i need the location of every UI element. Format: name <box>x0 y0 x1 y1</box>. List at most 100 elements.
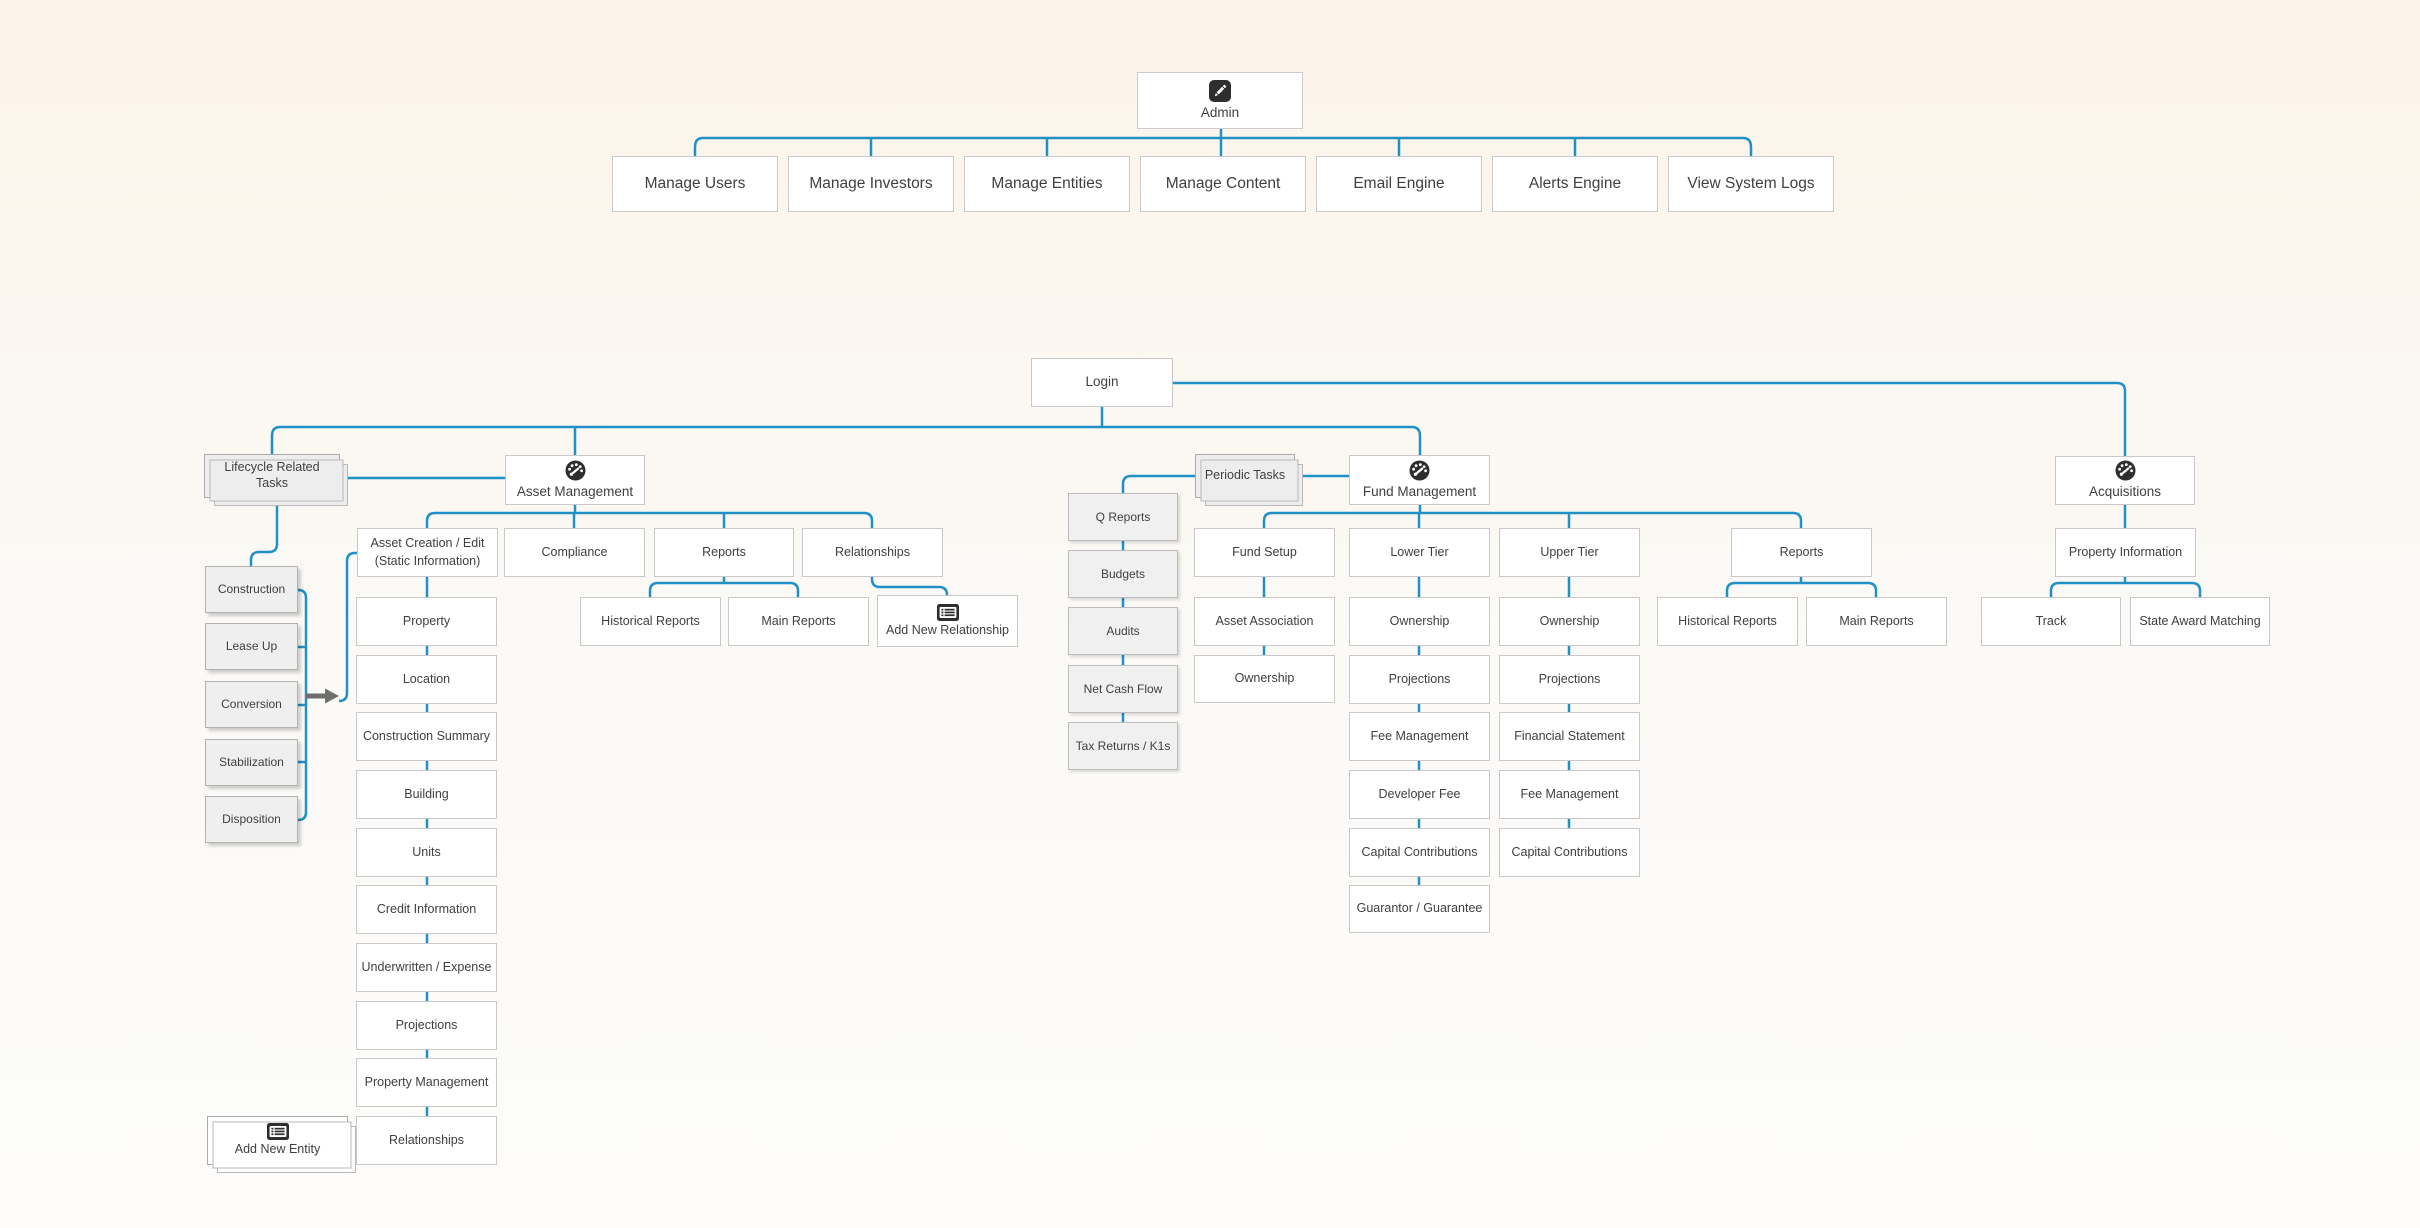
node-upper-tier[interactable]: Upper Tier <box>1499 528 1640 577</box>
node-periodic[interactable]: Periodic Tasks <box>1195 454 1295 498</box>
node-ut-financial[interactable]: Financial Statement <box>1499 712 1640 761</box>
node-add-entity[interactable]: Add New Entity <box>207 1116 348 1165</box>
node-relationships-prop[interactable]: Relationships <box>356 1116 497 1165</box>
node-property-info[interactable]: Property Information <box>2055 528 2196 577</box>
node-lt-developer[interactable]: Developer Fee <box>1349 770 1490 819</box>
node-label: Manage Investors <box>809 175 933 193</box>
node-budgets[interactable]: Budgets <box>1068 550 1178 598</box>
node-units[interactable]: Units <box>356 828 497 877</box>
node-credit-info[interactable]: Credit Information <box>356 885 497 934</box>
fund-reports-children <box>1725 577 1878 597</box>
node-label: Periodic Tasks <box>1204 468 1286 483</box>
node-manage-users[interactable]: Manage Users <box>612 156 778 212</box>
node-asset-creation[interactable]: Asset Creation / Edit(Static Information… <box>357 528 498 577</box>
node-email-engine[interactable]: Email Engine <box>1316 156 1482 212</box>
node-manage-content[interactable]: Manage Content <box>1140 156 1306 212</box>
node-label: Tax Returns / K1s <box>1075 738 1171 753</box>
node-manage-investors[interactable]: Manage Investors <box>788 156 954 212</box>
node-label: Q Reports <box>1095 509 1151 524</box>
node-lt-guarantor[interactable]: Guarantor / Guarantee <box>1349 885 1490 933</box>
node-label: Main Reports <box>1839 613 1914 628</box>
node-ut-fee[interactable]: Fee Management <box>1499 770 1640 819</box>
node-label: Relationships <box>388 1132 465 1147</box>
node-label: Asset Management <box>516 483 634 499</box>
node-label: Net Cash Flow <box>1083 681 1163 696</box>
node-underwritten[interactable]: Underwritten / Expense <box>356 943 497 992</box>
node-label: Ownership <box>1389 613 1450 628</box>
propertyinfo-children <box>2049 577 2202 597</box>
node-sublabel: (Static Information) <box>374 553 481 568</box>
node-label: Property Management <box>364 1074 489 1089</box>
node-lt-ownership[interactable]: Ownership <box>1349 597 1490 646</box>
node-lifecycle[interactable]: Lifecycle Related Tasks <box>204 454 340 498</box>
node-conversion[interactable]: Conversion <box>205 681 298 728</box>
node-track[interactable]: Track <box>1981 597 2121 646</box>
node-add-rel[interactable]: Add New Relationship <box>877 595 1018 647</box>
login-bus-line <box>270 407 1422 455</box>
node-stabilization[interactable]: Stabilization <box>205 739 298 786</box>
node-admin[interactable]: Admin <box>1137 72 1303 129</box>
node-view-system-logs[interactable]: View System Logs <box>1668 156 1834 212</box>
node-label: Property Information <box>2068 544 2183 559</box>
node-reports-fund[interactable]: Reports <box>1731 528 1872 577</box>
node-audits[interactable]: Audits <box>1068 607 1178 655</box>
node-label: Admin <box>1200 104 1240 120</box>
node-label: Add New Entity <box>234 1142 321 1157</box>
node-asset-association[interactable]: Asset Association <box>1194 597 1335 646</box>
node-label: Developer Fee <box>1378 786 1461 801</box>
node-net-cash-flow[interactable]: Net Cash Flow <box>1068 665 1178 713</box>
node-projections-asset[interactable]: Projections <box>356 1001 497 1050</box>
node-asset-mgmt[interactable]: Asset Management <box>505 455 645 505</box>
node-fund-setup[interactable]: Fund Setup <box>1194 528 1335 577</box>
node-label: Location <box>402 671 451 686</box>
node-compliance[interactable]: Compliance <box>504 528 645 577</box>
node-construction-summary[interactable]: Construction Summary <box>356 712 497 761</box>
node-lease-up[interactable]: Lease Up <box>205 623 298 670</box>
node-state-award[interactable]: State Award Matching <box>2130 597 2270 646</box>
node-label: Main Reports <box>761 613 836 628</box>
gauge-icon <box>1409 460 1430 481</box>
node-label: Add New Relationship <box>886 622 1009 637</box>
node-ut-ownership[interactable]: Ownership <box>1499 597 1640 646</box>
node-login[interactable]: Login <box>1031 358 1173 407</box>
node-fund-mgmt[interactable]: Fund Management <box>1349 455 1490 505</box>
node-property[interactable]: Property <box>356 597 497 646</box>
node-tax-returns[interactable]: Tax Returns / K1s <box>1068 722 1178 770</box>
node-manage-entities[interactable]: Manage Entities <box>964 156 1130 212</box>
node-property-mgmt[interactable]: Property Management <box>356 1058 497 1107</box>
node-label: Projections <box>1538 671 1601 686</box>
node-ut-projections[interactable]: Projections <box>1499 655 1640 704</box>
node-alerts-engine[interactable]: Alerts Engine <box>1492 156 1658 212</box>
node-lt-capital[interactable]: Capital Contributions <box>1349 828 1490 877</box>
node-historical-asset[interactable]: Historical Reports <box>580 597 721 646</box>
node-label: Fund Management <box>1362 483 1477 499</box>
node-label: View System Logs <box>1687 175 1815 193</box>
node-location[interactable]: Location <box>356 655 497 704</box>
node-building[interactable]: Building <box>356 770 497 819</box>
node-main-asset[interactable]: Main Reports <box>728 597 869 646</box>
node-lt-projections[interactable]: Projections <box>1349 655 1490 704</box>
node-label: Fee Management <box>1370 728 1469 743</box>
node-main-fund[interactable]: Main Reports <box>1806 597 1947 646</box>
node-q-reports[interactable]: Q Reports <box>1068 493 1178 541</box>
node-label: Conversion <box>221 697 282 711</box>
node-disposition[interactable]: Disposition <box>205 796 298 843</box>
node-ut-capital[interactable]: Capital Contributions <box>1499 828 1640 877</box>
node-label: Reports <box>702 544 746 559</box>
node-ownership-fs[interactable]: Ownership <box>1194 655 1335 703</box>
node-label: Email Engine <box>1353 175 1445 193</box>
node-lt-fee[interactable]: Fee Management <box>1349 712 1490 761</box>
gauge-icon <box>565 460 586 481</box>
node-label: Property <box>402 613 451 628</box>
node-relationships-asset[interactable]: Relationships <box>802 528 943 577</box>
node-acquisitions[interactable]: Acquisitions <box>2055 456 2195 505</box>
node-reports-asset[interactable]: Reports <box>654 528 794 577</box>
node-label: Asset Association <box>1215 613 1314 628</box>
tasks-arrow-icon <box>306 688 339 704</box>
node-lower-tier[interactable]: Lower Tier <box>1349 528 1490 577</box>
node-construction[interactable]: Construction <box>205 566 298 613</box>
node-label: Ownership <box>1234 671 1295 686</box>
fundmgmt-children-bus <box>1262 505 1803 528</box>
node-historical-fund[interactable]: Historical Reports <box>1657 597 1798 646</box>
